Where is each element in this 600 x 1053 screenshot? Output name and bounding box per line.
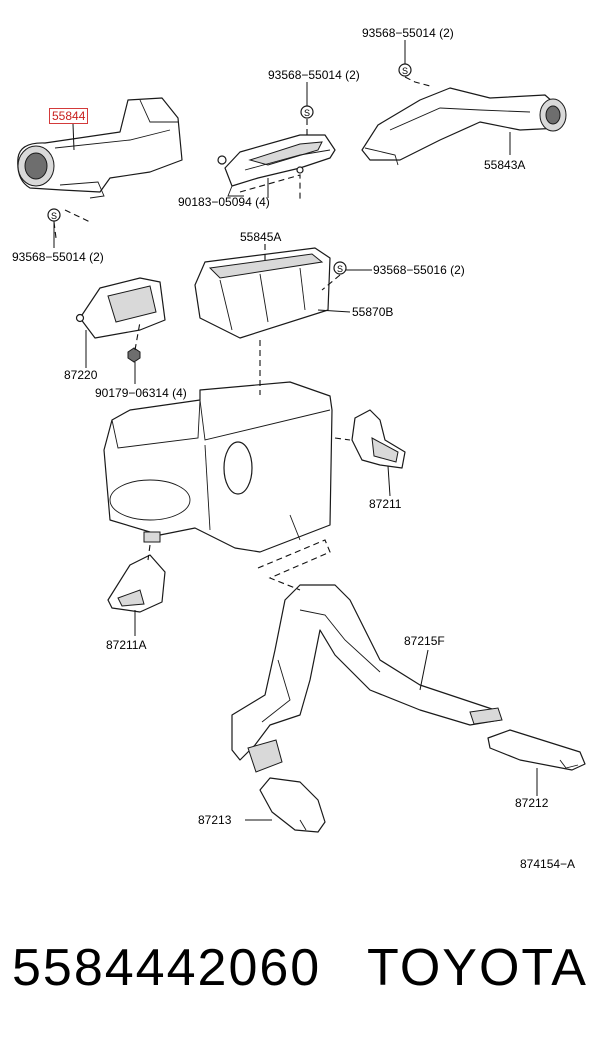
duct-55843A[interactable] <box>361 87 567 166</box>
part-label-55844[interactable]: 55844 <box>49 108 89 124</box>
part-label-87211[interactable]: 87211 <box>369 497 402 511</box>
part-label-93568-55014-left[interactable]: 93568−55014 (2) <box>12 250 104 264</box>
duct-87213[interactable] <box>259 777 326 833</box>
part-label-93568-55014-mid[interactable]: 93568−55014 (2) <box>268 68 360 82</box>
s-clip-icon: S <box>333 261 347 275</box>
part-label-55870B[interactable]: 55870B <box>352 305 394 319</box>
diagram-code: 874154−A <box>520 857 576 871</box>
duct-87215F[interactable] <box>231 584 503 773</box>
part-label-87213[interactable]: 87213 <box>198 813 232 827</box>
part-label-90183-05094[interactable]: 90183−05094 (4) <box>178 195 270 209</box>
nut-icon <box>127 347 141 363</box>
part-number: 5584442060 <box>12 939 322 997</box>
svg-text:S: S <box>51 211 57 221</box>
duct-55844[interactable] <box>17 97 183 199</box>
duct-55870B[interactable] <box>194 247 331 339</box>
clip-icon <box>75 155 304 323</box>
s-clip-icon: S <box>47 208 61 222</box>
brand-name: TOYOTA <box>367 939 588 997</box>
part-label-87212[interactable]: 87212 <box>515 796 549 810</box>
part-label-87215F[interactable]: 87215F <box>404 634 445 648</box>
duct-55845A[interactable] <box>224 134 336 197</box>
heater-unit[interactable] <box>103 381 333 553</box>
part-label-87211A[interactable]: 87211A <box>106 638 147 652</box>
part-label-55845A[interactable]: 55845A <box>240 230 282 244</box>
duct-87212[interactable] <box>487 729 586 771</box>
svg-text:S: S <box>337 264 343 274</box>
footer: 5584442060 TOYOTA <box>12 938 588 1008</box>
svg-text:S: S <box>402 66 408 76</box>
duct-87211A[interactable] <box>107 554 166 613</box>
parts-diagram: S S S S <box>17 40 586 833</box>
part-label-90179-06314[interactable]: 90179−06314 (4) <box>95 386 187 400</box>
duct-87220[interactable] <box>79 277 166 339</box>
s-clip-icon: S <box>300 105 314 119</box>
part-label-93568-55014-top[interactable]: 93568−55014 (2) <box>362 26 454 40</box>
part-label-93568-55016[interactable]: 93568−55016 (2) <box>373 263 465 277</box>
svg-text:S: S <box>304 108 310 118</box>
duct-87211[interactable] <box>351 409 406 469</box>
part-label-55843A[interactable]: 55843A <box>484 158 526 172</box>
part-label-87220[interactable]: 87220 <box>64 368 98 382</box>
s-clip-icon: S <box>398 63 412 77</box>
